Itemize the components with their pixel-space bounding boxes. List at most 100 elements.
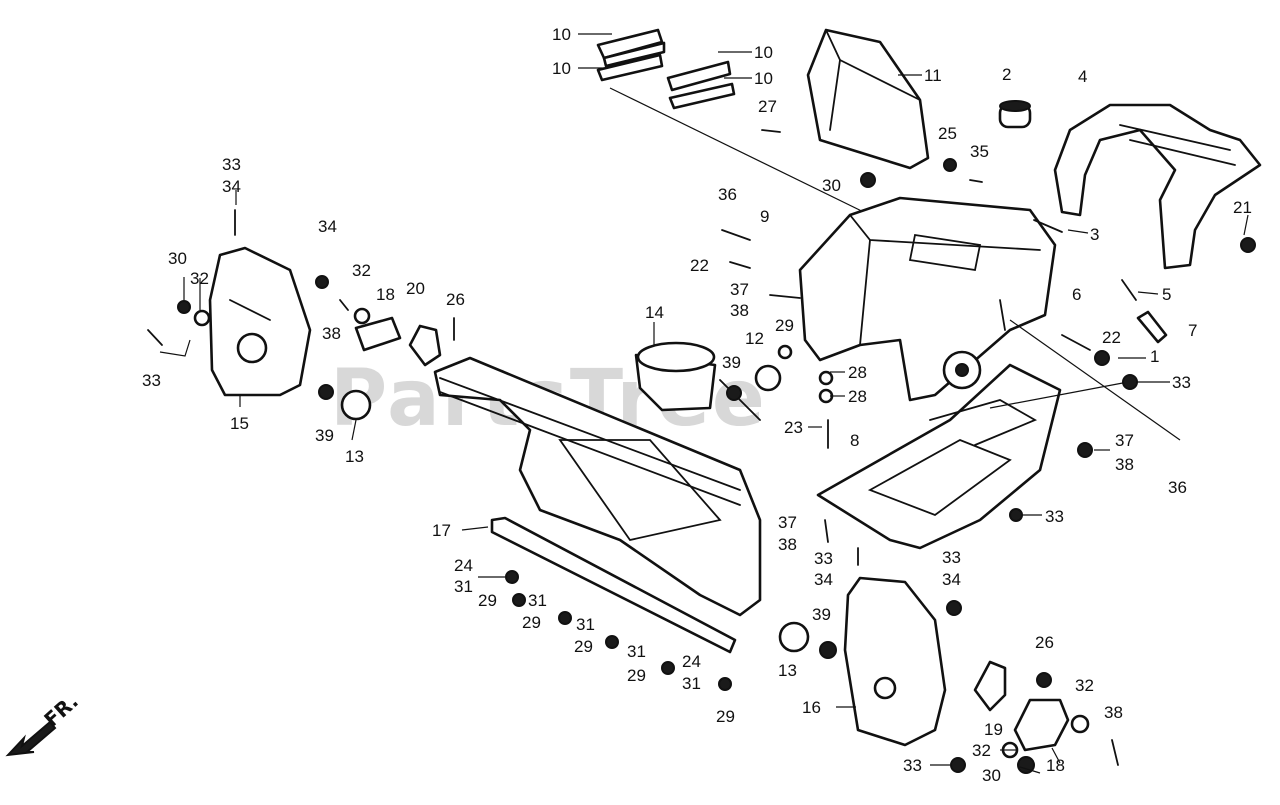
callout-label: 18: [1046, 756, 1065, 775]
callout-label: 38: [322, 324, 341, 343]
callout-label: 22: [1102, 328, 1121, 347]
callout-label: 30: [168, 249, 187, 268]
belt-cover-part: [806, 28, 930, 170]
callout-label: 31: [454, 577, 473, 596]
front-direction-arrow-icon: FR.: [5, 689, 83, 757]
callout-label: 18: [376, 285, 395, 304]
callout-label: 10: [754, 69, 773, 88]
callout-label: 10: [552, 25, 571, 44]
callout-label: 38: [730, 301, 749, 320]
bracket-19-part: [973, 660, 1007, 712]
leader-lines: [159, 33, 1249, 774]
callout-label: 31: [682, 674, 701, 693]
callout-label: 32: [972, 741, 991, 760]
callout-label: 27: [758, 97, 777, 116]
callout-label: 13: [778, 661, 797, 680]
callout-label: 29: [522, 613, 541, 632]
callout-label: 34: [318, 217, 337, 236]
callout-label: 33: [1172, 373, 1191, 392]
callout-label: 34: [814, 570, 833, 589]
callout-label: 32: [352, 261, 371, 280]
callout-label: 26: [446, 290, 465, 309]
callout-label: 6: [1072, 285, 1081, 304]
spring-clip-part: [596, 28, 736, 110]
scraper-bar-part: [490, 516, 737, 654]
handle-frame-part: [1053, 103, 1262, 270]
plate-part: [1136, 310, 1168, 344]
callout-label: 29: [478, 591, 497, 610]
bracket-left-part: [354, 316, 402, 352]
callout-label: 5: [1162, 285, 1171, 304]
callout-label: 3: [1090, 225, 1099, 244]
callout-label: 31: [576, 615, 595, 634]
callout-label: 22: [690, 256, 709, 275]
callout-label: 37: [1115, 431, 1134, 450]
callout-label: 36: [1168, 478, 1187, 497]
callout-label: 38: [1115, 455, 1134, 474]
transmission-case-part: [798, 196, 1057, 402]
callout-label: 34: [942, 570, 961, 589]
callout-label: 34: [222, 177, 241, 196]
callout-label: 32: [1075, 676, 1094, 695]
bearing-part: [340, 364, 810, 653]
callout-label: 23: [784, 418, 803, 437]
callout-label: 33: [942, 548, 961, 567]
callout-label: 28: [848, 387, 867, 406]
callout-label: 32: [190, 269, 209, 288]
callout-label: 39: [722, 353, 741, 372]
callout-label: 15: [230, 414, 249, 433]
callout-label: 39: [812, 605, 831, 624]
bolt-parts: [147, 129, 1137, 766]
callout-label: 24: [682, 652, 701, 671]
callout-label: 37: [778, 513, 797, 532]
callout-label: 4: [1078, 67, 1087, 86]
callout-label: 17: [432, 521, 451, 540]
fastener-parts: [177, 158, 1256, 774]
callout-label: 16: [802, 698, 821, 717]
callout-label: 31: [627, 642, 646, 661]
callout-label: 10: [754, 43, 773, 62]
callout-label: 13: [345, 447, 364, 466]
auger-housing-part: [433, 341, 762, 617]
callout-label: 21: [1233, 198, 1252, 217]
base-plate-part: [816, 363, 1062, 550]
callout-labels: 10 10 10 10 11 2 4 27 25 35 30 3 21 33 3…: [142, 25, 1252, 785]
callout-label: 29: [627, 666, 646, 685]
callout-label: 35: [970, 142, 989, 161]
callout-label: 31: [528, 591, 547, 610]
left-side-cover-part: [208, 246, 312, 397]
right-side-cover-part: [843, 576, 947, 747]
callout-label: 10: [552, 59, 571, 78]
callout-label: 30: [822, 176, 841, 195]
callout-label: 33: [1045, 507, 1064, 526]
callout-label: 33: [222, 155, 241, 174]
callout-label: 14: [645, 303, 664, 322]
callout-label: 38: [1104, 703, 1123, 722]
callout-label: 33: [142, 371, 161, 390]
callout-label: 1: [1150, 347, 1159, 366]
callout-label: 29: [716, 707, 735, 726]
callout-label: 25: [938, 124, 957, 143]
callout-label: 8: [850, 431, 859, 450]
bracket-20-part: [408, 324, 442, 367]
callout-label: 9: [760, 207, 769, 226]
callout-label: 28: [848, 363, 867, 382]
callout-label: 36: [718, 185, 737, 204]
callout-label: 29: [775, 316, 794, 335]
callout-label: 24: [454, 556, 473, 575]
callout-label: 33: [814, 549, 833, 568]
bracket-right-part: [1013, 698, 1070, 752]
callout-label: 26: [1035, 633, 1054, 652]
callout-label: 39: [315, 426, 334, 445]
callout-label: 29: [574, 637, 593, 656]
callout-label: 33: [903, 756, 922, 775]
callout-label: 38: [778, 535, 797, 554]
rubber-cap-part: [998, 100, 1032, 129]
callout-label: 19: [984, 720, 1003, 739]
callout-label: 2: [1002, 65, 1011, 84]
callout-label: 37: [730, 280, 749, 299]
callout-label: 11: [924, 66, 942, 85]
callout-label: 30: [982, 766, 1001, 785]
callout-label: 7: [1188, 321, 1197, 340]
